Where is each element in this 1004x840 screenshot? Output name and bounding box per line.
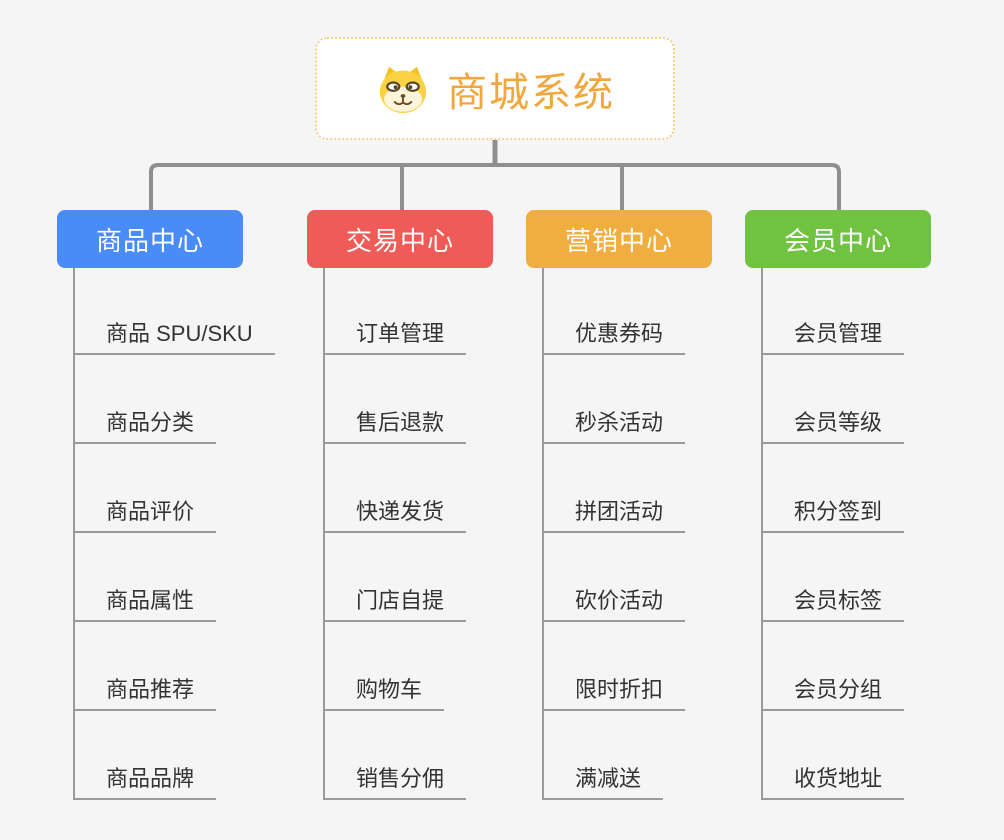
leaf-item[interactable]: 优惠券码: [544, 268, 686, 355]
leaf-item[interactable]: 会员标签: [763, 533, 905, 622]
root-title: 商城系统: [447, 70, 615, 115]
leaf-item[interactable]: 商品 SPU/SKU: [75, 268, 275, 355]
branch-header-product-center[interactable]: 商品中心: [57, 210, 243, 268]
leaf-item[interactable]: 售后退款: [325, 355, 467, 444]
leaf-item[interactable]: 会员分组: [763, 622, 905, 711]
leaf-item[interactable]: 限时折扣: [544, 622, 686, 711]
leaf-item[interactable]: 商品分类: [75, 355, 217, 444]
branch-column-trade-center: 订单管理 售后退款 快递发货 门店自提 购物车 销售分佣: [323, 268, 467, 800]
dog-face-icon: [379, 66, 427, 113]
leaf-item[interactable]: 商品品牌: [75, 711, 217, 800]
leaf-item[interactable]: 秒杀活动: [544, 355, 686, 444]
branch-rail-line: [149, 163, 841, 210]
branch-header-trade-center[interactable]: 交易中心: [307, 210, 493, 268]
leaf-item[interactable]: 会员等级: [763, 355, 905, 444]
leaf-item[interactable]: 积分签到: [763, 444, 905, 533]
branch-header-marketing-center[interactable]: 营销中心: [526, 210, 712, 268]
leaf-item[interactable]: 满减送: [544, 711, 664, 800]
branch-header-member-center[interactable]: 会员中心: [745, 210, 931, 268]
leaf-item[interactable]: 会员管理: [763, 268, 905, 355]
leaf-item[interactable]: 商品评价: [75, 444, 217, 533]
leaf-item[interactable]: 快递发货: [325, 444, 467, 533]
leaf-item[interactable]: 订单管理: [325, 268, 467, 355]
branch-column-product-center: 商品 SPU/SKU 商品分类 商品评价 商品属性 商品推荐 商品品牌: [73, 268, 275, 800]
leaf-item[interactable]: 销售分佣: [325, 711, 467, 800]
branch-column-member-center: 会员管理 会员等级 积分签到 会员标签 会员分组 收货地址: [761, 268, 905, 800]
leaf-item[interactable]: 商品属性: [75, 533, 217, 622]
root-node[interactable]: 商城系统: [315, 37, 675, 140]
leaf-item[interactable]: 门店自提: [325, 533, 467, 622]
branch-column-marketing-center: 优惠券码 秒杀活动 拼团活动 砍价活动 限时折扣 满减送: [542, 268, 686, 800]
leaf-item[interactable]: 商品推荐: [75, 622, 217, 711]
leaf-item[interactable]: 拼团活动: [544, 444, 686, 533]
leaf-item[interactable]: 收货地址: [763, 711, 905, 800]
leaf-item[interactable]: 购物车: [325, 622, 445, 711]
leaf-item[interactable]: 砍价活动: [544, 533, 686, 622]
